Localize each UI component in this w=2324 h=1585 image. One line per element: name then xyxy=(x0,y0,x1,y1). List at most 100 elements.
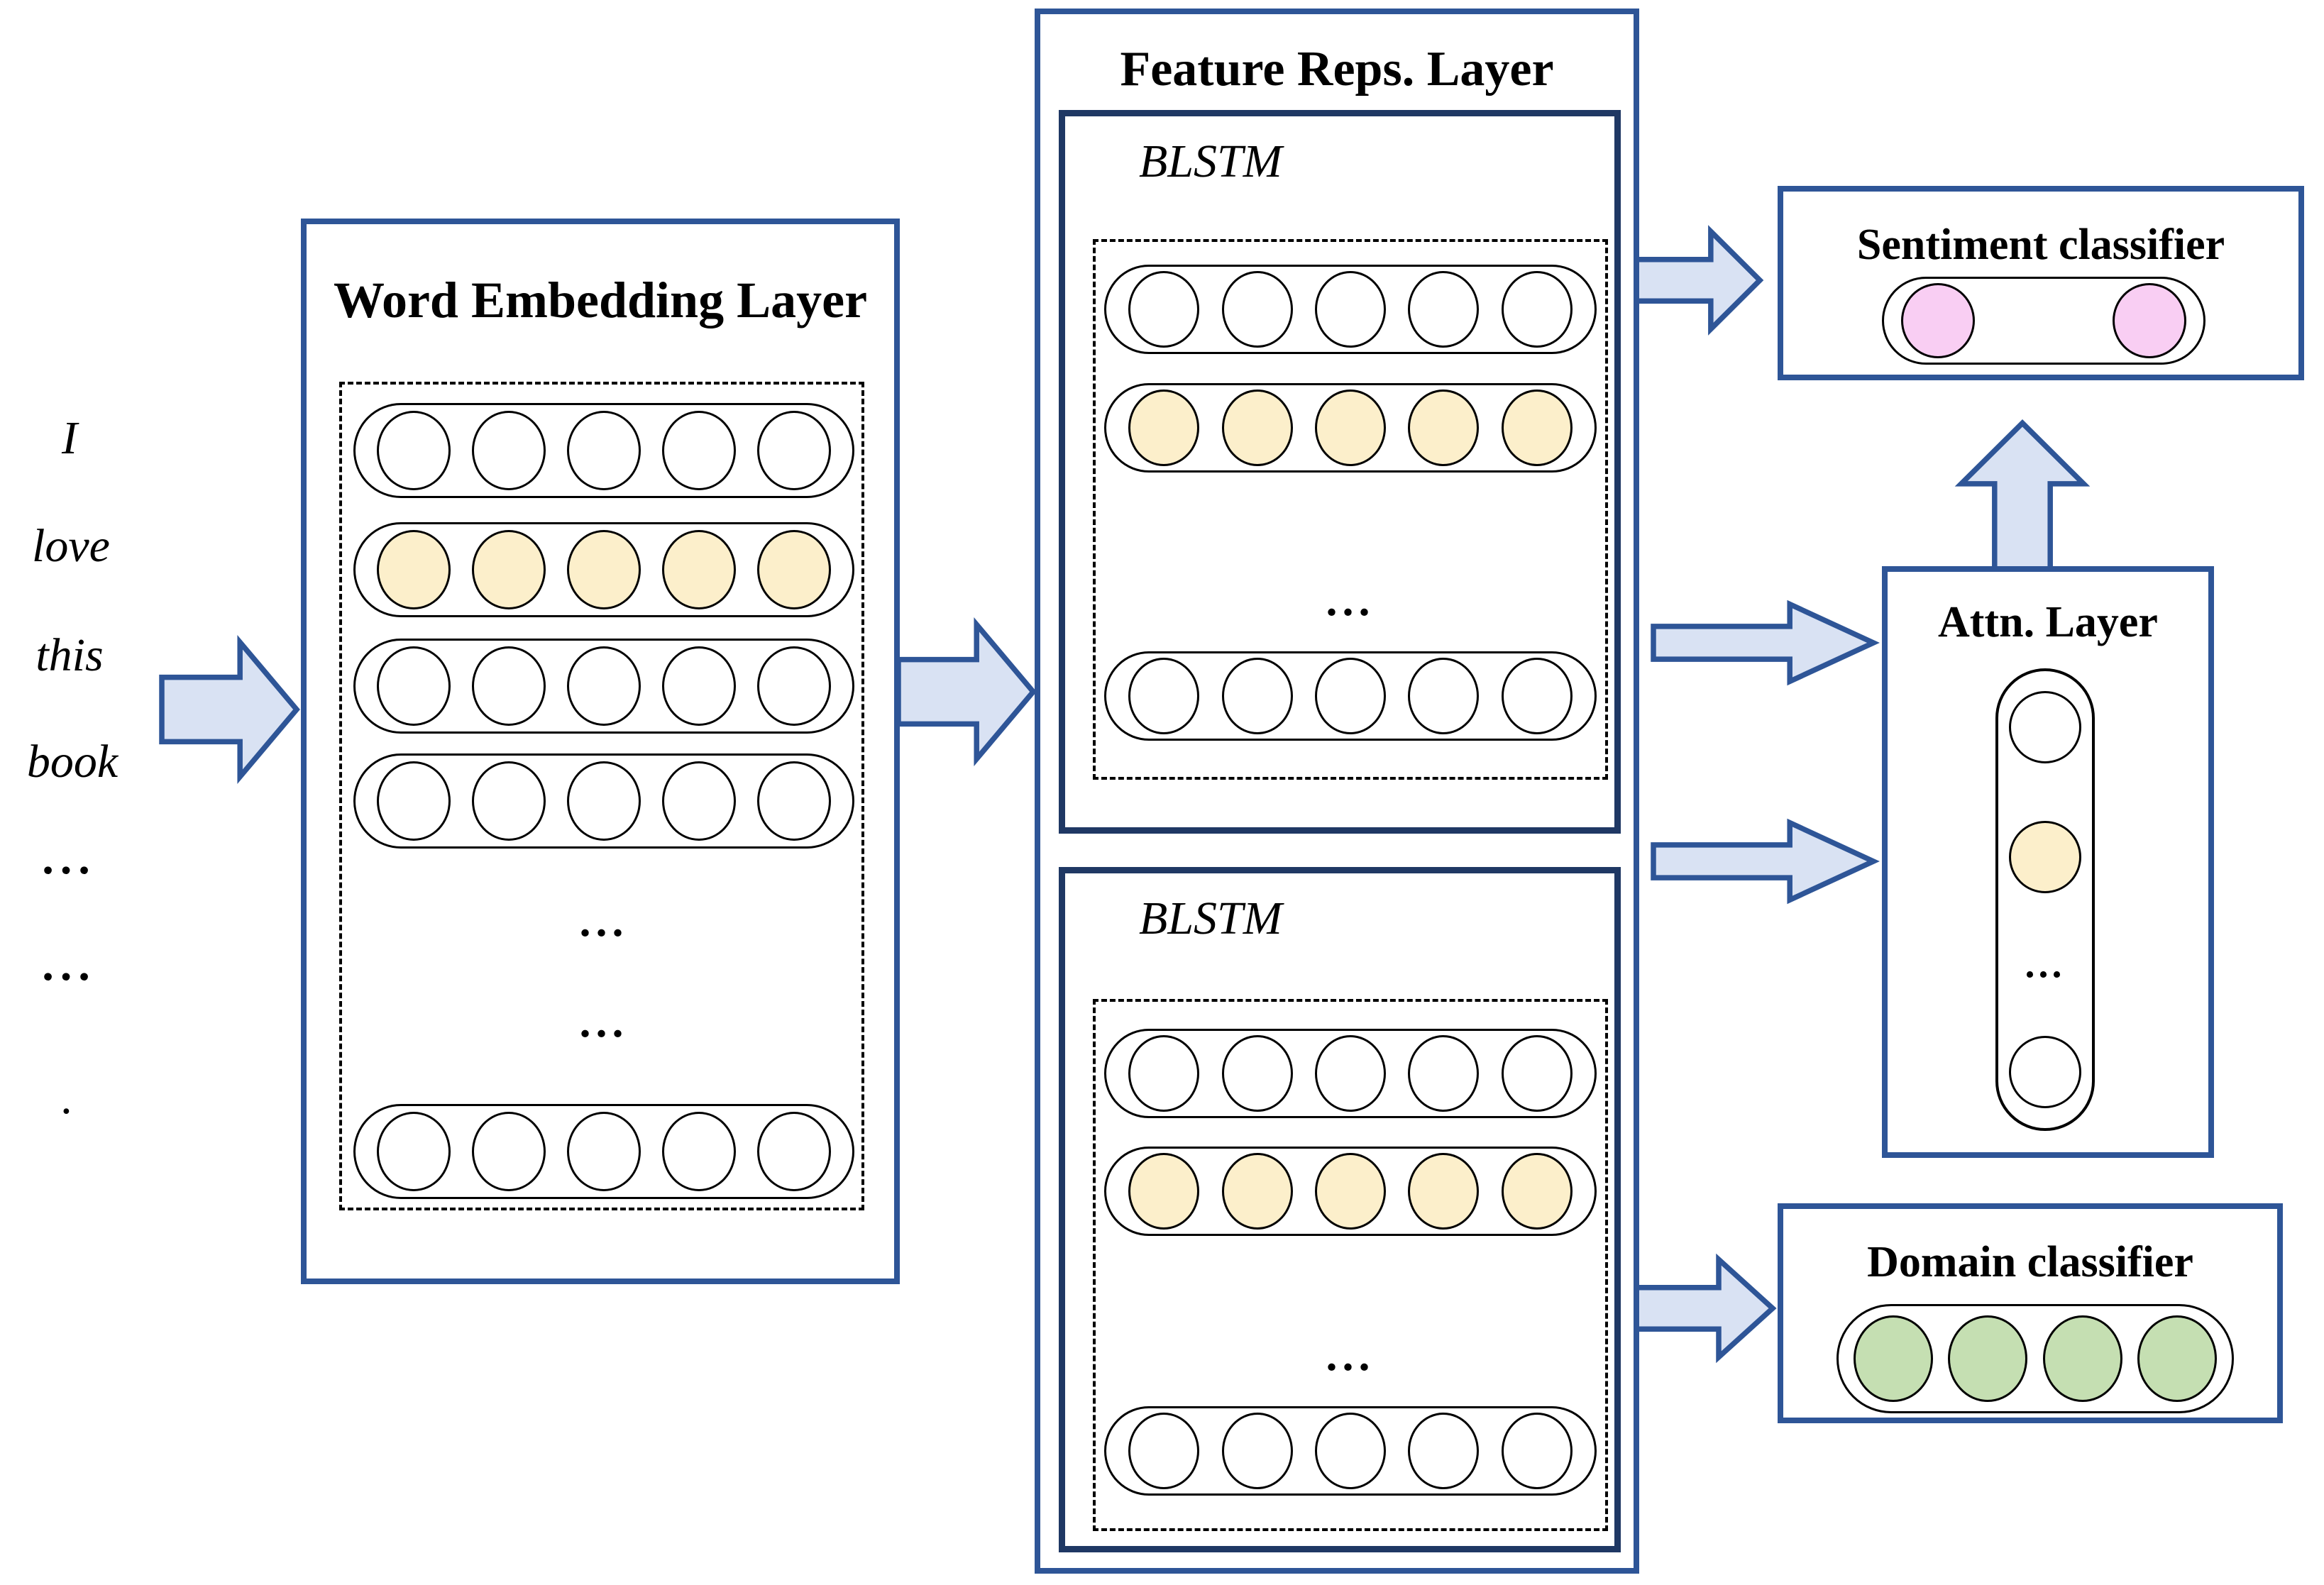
vector-node xyxy=(1501,1035,1573,1112)
input-word: I xyxy=(62,412,77,464)
sentiment-node-pink xyxy=(2113,283,2186,358)
domain-node-green xyxy=(2042,1315,2122,1402)
vector-node-yellow xyxy=(1408,390,1480,466)
vector-node-yellow xyxy=(1221,1153,1293,1230)
vector-node-yellow xyxy=(1501,1153,1573,1230)
vector-node xyxy=(662,1112,736,1191)
vector-node xyxy=(567,646,641,726)
vector-node xyxy=(1408,271,1480,348)
vector-node-yellow xyxy=(662,530,736,609)
vector-node-yellow xyxy=(377,530,451,609)
attention-node-yellow xyxy=(2009,820,2081,893)
vector-node xyxy=(472,411,546,490)
vector-node xyxy=(1408,1035,1480,1112)
domain-node-green xyxy=(1854,1315,1934,1402)
blstm-1-vector-row xyxy=(1104,651,1597,741)
sentiment-classifier-title: Sentiment classifier xyxy=(1856,221,2225,269)
attention-node xyxy=(2009,1035,2081,1108)
vector-node xyxy=(472,761,546,841)
input-arrow-icon xyxy=(162,636,297,783)
vector-node xyxy=(1221,1413,1293,1489)
blstm-2-vector-row xyxy=(1104,1029,1597,1118)
vector-node xyxy=(757,411,831,490)
domain-node-green xyxy=(2137,1315,2217,1402)
blstm-label: BLSTM xyxy=(1139,893,1282,944)
ellipsis-dots: ... xyxy=(579,895,629,946)
feature-reps-layer-title: Feature Reps. Layer xyxy=(1120,42,1554,96)
vector-node-yellow xyxy=(1221,390,1293,466)
ellipsis-dots: ... xyxy=(579,996,629,1046)
vector-node-yellow xyxy=(1408,1153,1480,1230)
vector-node xyxy=(1314,658,1386,734)
input-period: . xyxy=(61,1072,74,1124)
blstm-label: BLSTM xyxy=(1139,136,1282,187)
vector-node-yellow xyxy=(1128,1153,1200,1230)
vector-node xyxy=(1221,658,1293,734)
vector-node xyxy=(567,1112,641,1191)
vector-node xyxy=(662,411,736,490)
attn-to-sentiment-arrow-icon xyxy=(1953,420,2092,572)
ellipsis-dots: ... xyxy=(1326,1330,1375,1380)
sentiment-output-row xyxy=(1882,277,2205,365)
embedding-vector-row xyxy=(353,753,854,849)
vector-node xyxy=(472,646,546,726)
vector-node-yellow xyxy=(472,530,546,609)
blstm-1-vector-row xyxy=(1104,265,1597,354)
attention-node xyxy=(2009,691,2081,763)
vector-node-yellow xyxy=(1501,390,1573,466)
vector-node-yellow xyxy=(1314,390,1386,466)
embedding-to-feature-arrow-icon xyxy=(898,619,1033,765)
vector-node xyxy=(472,1112,546,1191)
vector-node-yellow xyxy=(1128,390,1200,466)
domain-node-green xyxy=(1948,1315,2028,1402)
vector-node xyxy=(1501,1413,1573,1489)
vector-node xyxy=(1128,1413,1200,1489)
vector-node xyxy=(757,646,831,726)
input-ellipsis: ... xyxy=(43,832,99,884)
vector-node xyxy=(377,761,451,841)
vector-node xyxy=(1501,658,1573,734)
input-word: love xyxy=(32,520,110,572)
vector-node xyxy=(1501,271,1573,348)
domain-classifier-title: Domain classifier xyxy=(1867,1238,2193,1286)
blstm-2-dashed-region xyxy=(1093,999,1608,1531)
feature-to-attn-arrow-1-icon xyxy=(1653,595,1873,691)
vector-node xyxy=(1128,271,1200,348)
blstm-1-dashed-region xyxy=(1093,239,1608,780)
vector-node xyxy=(567,761,641,841)
attention-layer-title: Attn. Layer xyxy=(1938,598,2158,646)
vector-node xyxy=(1314,1035,1386,1112)
domain-output-row xyxy=(1836,1304,2234,1413)
embedding-vector-row xyxy=(353,403,854,498)
feature-to-domain-arrow-icon xyxy=(1631,1247,1773,1369)
embedding-vector-row xyxy=(353,639,854,734)
vector-node xyxy=(1408,1413,1480,1489)
ellipsis-dots: ... xyxy=(2025,942,2066,987)
vector-node xyxy=(1128,658,1200,734)
input-word: book xyxy=(26,736,119,788)
feature-to-attn-arrow-2-icon xyxy=(1653,813,1873,910)
feature-to-sentiment-arrow-icon xyxy=(1631,219,1760,341)
ellipsis-dots: ... xyxy=(1326,575,1375,625)
word-embedding-layer-title: Word Embedding Layer xyxy=(333,272,868,328)
blstm-2-vector-row-highlighted xyxy=(1104,1147,1597,1236)
vector-node-yellow xyxy=(1314,1153,1386,1230)
vector-node xyxy=(377,411,451,490)
vector-node xyxy=(662,646,736,726)
vector-node xyxy=(1221,271,1293,348)
blstm-2-vector-row xyxy=(1104,1406,1597,1496)
vector-node xyxy=(662,761,736,841)
vector-node xyxy=(757,1112,831,1191)
blstm-1-vector-row-highlighted xyxy=(1104,383,1597,473)
sentiment-node-pink xyxy=(1901,283,1975,358)
input-ellipsis: ... xyxy=(43,939,99,990)
input-word: this xyxy=(35,629,104,681)
vector-node xyxy=(1221,1035,1293,1112)
vector-node xyxy=(1314,271,1386,348)
vector-node xyxy=(1128,1035,1200,1112)
vector-node xyxy=(377,646,451,726)
vector-node xyxy=(757,761,831,841)
vector-node xyxy=(1314,1413,1386,1489)
vector-node-yellow xyxy=(757,530,831,609)
